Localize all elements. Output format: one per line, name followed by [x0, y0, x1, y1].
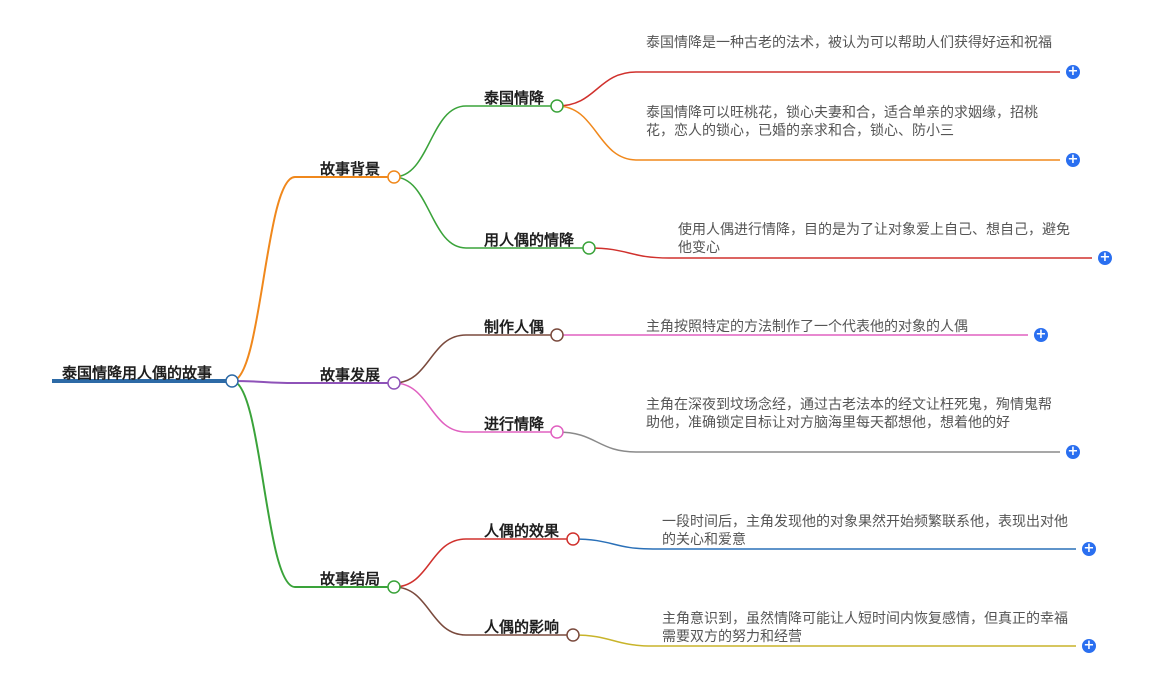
edge-leaf-3 [588, 247, 1092, 259]
doll-spell-collapse-toggle[interactable] [582, 241, 596, 255]
perform-spell-collapse-toggle[interactable] [550, 425, 564, 439]
edge-development-make-doll [393, 334, 557, 384]
edge-background-doll-spell [393, 176, 589, 249]
edge-leaf-2 [556, 105, 1060, 161]
edge-background-thai-love-spell [393, 105, 557, 178]
edge-leaf-7 [572, 634, 1076, 647]
background-collapse-toggle[interactable] [387, 170, 401, 184]
leaf-text[interactable]: 使用人偶进行情降，目的是为了让对象爱上自己、想自己，避免他变心 [678, 222, 1070, 256]
ending-collapse-toggle[interactable] [387, 580, 401, 594]
add-node-plus-icon[interactable]: + [1066, 444, 1080, 459]
edge-ending-doll-effect [393, 538, 573, 588]
topic-make-doll[interactable]: 制作人偶 [484, 318, 545, 336]
leaf-text[interactable]: 主角按照特定的方法制作了一个代表他的对象的人偶 [646, 319, 968, 335]
edge-ending-doll-influence [393, 586, 573, 636]
edge-leaf-5 [556, 431, 1060, 453]
topic-thai-love-spell[interactable]: 泰国情降 [484, 89, 545, 107]
edge-leaf-6 [572, 538, 1076, 550]
topic-doll-effect[interactable]: 人偶的效果 [484, 522, 560, 540]
leaf-text[interactable]: 主角意识到，虽然情降可能让人短时间内恢复感情，但真正的幸福需要双方的努力和经营 [662, 611, 1068, 645]
edge-root-background [231, 176, 394, 382]
topic-doll-influence[interactable]: 人偶的影响 [484, 618, 560, 636]
root-collapse-toggle[interactable] [225, 374, 239, 388]
leaf-text[interactable]: 泰国情降是一种古老的法术，被认为可以帮助人们获得好运和祝福 [646, 35, 1052, 51]
topic-story-ending[interactable]: 故事结局 [320, 570, 381, 588]
edge-leaf-1 [556, 71, 1060, 107]
topic-doll-love-spell[interactable]: 用人偶的情降 [484, 231, 575, 249]
topic-story-development[interactable]: 故事发展 [320, 366, 381, 384]
make-doll-collapse-toggle[interactable] [550, 328, 564, 342]
edge-root-ending [231, 380, 394, 588]
topic-story-background[interactable]: 故事背景 [320, 160, 381, 178]
doll-effect-collapse-toggle[interactable] [566, 532, 580, 546]
add-node-plus-icon[interactable]: + [1082, 541, 1096, 556]
add-node-plus-icon[interactable]: + [1066, 152, 1080, 167]
add-node-plus-icon[interactable]: + [1098, 250, 1112, 265]
leaf-text[interactable]: 泰国情降可以旺桃花，锁心夫妻和合，适合单亲的求姻缘，招桃花，恋人的锁心，已婚的亲… [646, 105, 1038, 139]
development-collapse-toggle[interactable] [387, 376, 401, 390]
edge-development-perform-spell [393, 382, 557, 433]
doll-influence-collapse-toggle[interactable] [566, 628, 580, 642]
root-topic[interactable]: 泰国情降用人偶的故事 [62, 364, 213, 382]
topic-perform-spell[interactable]: 进行情降 [484, 415, 545, 433]
add-node-plus-icon[interactable]: + [1066, 64, 1080, 79]
thai-love-spell-collapse-toggle[interactable] [550, 99, 564, 113]
add-node-plus-icon[interactable]: + [1082, 638, 1096, 653]
leaf-text[interactable]: 一段时间后，主角发现他的对象果然开始频繁联系他，表现出对他的关心和爱意 [662, 514, 1068, 548]
add-node-plus-icon[interactable]: + [1034, 327, 1048, 342]
leaf-text[interactable]: 主角在深夜到坟场念经，通过古老法本的经文让枉死鬼，殉情鬼帮助他，准确锁定目标让对… [646, 397, 1052, 431]
edge-root-development [231, 380, 394, 384]
